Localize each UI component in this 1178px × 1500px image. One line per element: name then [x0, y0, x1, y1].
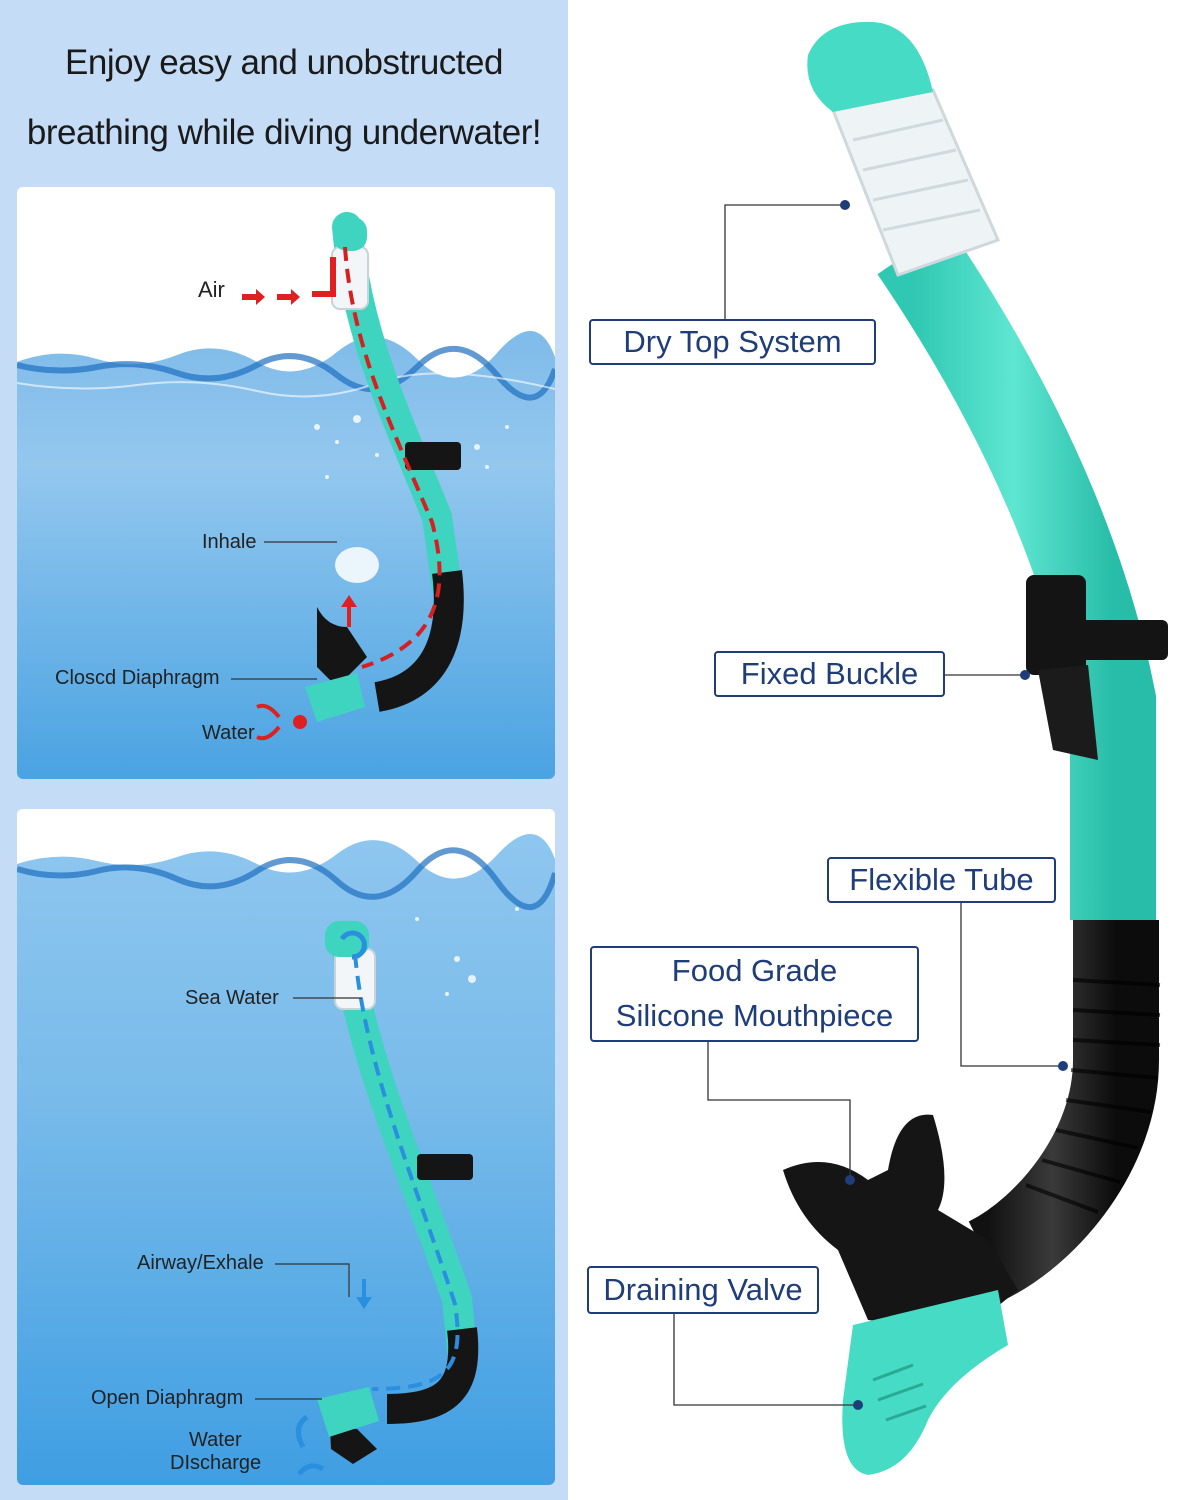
inhale-arrow	[341, 595, 357, 627]
callout-dots	[840, 200, 1068, 1410]
draining-valve-icon	[842, 1290, 1008, 1475]
discharge-arrows	[295, 1414, 325, 1476]
bubbles	[415, 907, 519, 996]
callout-flexible-tube: Flexible Tube	[827, 857, 1056, 903]
exhale-arrow	[356, 1279, 372, 1309]
airway-exhale-label: Airway/Exhale	[137, 1252, 264, 1274]
callout-dry-top-system: Dry Top System	[589, 319, 876, 365]
headline: Enjoy easy and unobstructed breathing wh…	[0, 28, 568, 168]
dry-top-valve-icon	[830, 88, 1001, 277]
flexible-tube	[967, 920, 1159, 1299]
air-label: Air	[198, 277, 225, 302]
open-diaphragm-label: Open Diaphragm	[91, 1387, 244, 1409]
breath-cloud	[335, 547, 379, 583]
exhale-diagram-panel: Sea Water Airway/Exhale Open Diaphragm W…	[17, 809, 555, 1485]
callout-draining-valve: Draining Valve	[587, 1266, 819, 1314]
callout-mouthpiece-line-2: Silicone Mouthpiece	[615, 998, 894, 1033]
callout-fixed-buckle: Fixed Buckle	[714, 651, 945, 697]
bubbles	[314, 415, 509, 479]
sea-water-label: Sea Water	[185, 987, 279, 1009]
callout-leaders	[673, 204, 1063, 1406]
water-surface	[17, 330, 555, 779]
snorkel-main	[783, 21, 1168, 1475]
snorkel-inhale	[305, 212, 464, 722]
inhale-diagram-illustration	[17, 187, 555, 779]
snorkel-exhale	[317, 921, 479, 1464]
snorkel-product-illustration	[673, 21, 1168, 1475]
water-surface	[17, 833, 555, 1485]
water-flow-path	[353, 953, 460, 1391]
inhale-diagram-panel: Air Inhale Closcd Diaphragm Water	[17, 187, 555, 779]
callout-mouthpiece-line-1: Food Grade	[671, 953, 838, 988]
water-discharge-label-line-1: Water	[189, 1429, 242, 1451]
air-flow-path	[343, 246, 442, 669]
dry-top-cap	[807, 21, 933, 112]
headline-line-2: breathing while diving underwater!	[26, 113, 542, 152]
closed-diaphragm-label: Closcd Diaphragm	[55, 667, 220, 689]
right-column: Dry Top System Fixed Buckle Flexible Tub…	[568, 0, 1178, 1500]
air-arrows	[242, 257, 336, 305]
left-column: Enjoy easy and unobstructed breathing wh…	[0, 0, 568, 1500]
headline-line-1: Enjoy easy and unobstructed	[65, 43, 503, 82]
mouthpiece	[783, 1114, 1018, 1330]
water-arrows	[256, 703, 281, 741]
callout-silicone-mouthpiece: Food Grade Silicone Mouthpiece	[590, 946, 919, 1042]
exhale-diagram-illustration	[17, 809, 555, 1485]
inhale-label: Inhale	[202, 531, 257, 553]
water-label: Water	[202, 722, 255, 744]
water-discharge-label-line-2: DIscharge	[170, 1452, 262, 1474]
